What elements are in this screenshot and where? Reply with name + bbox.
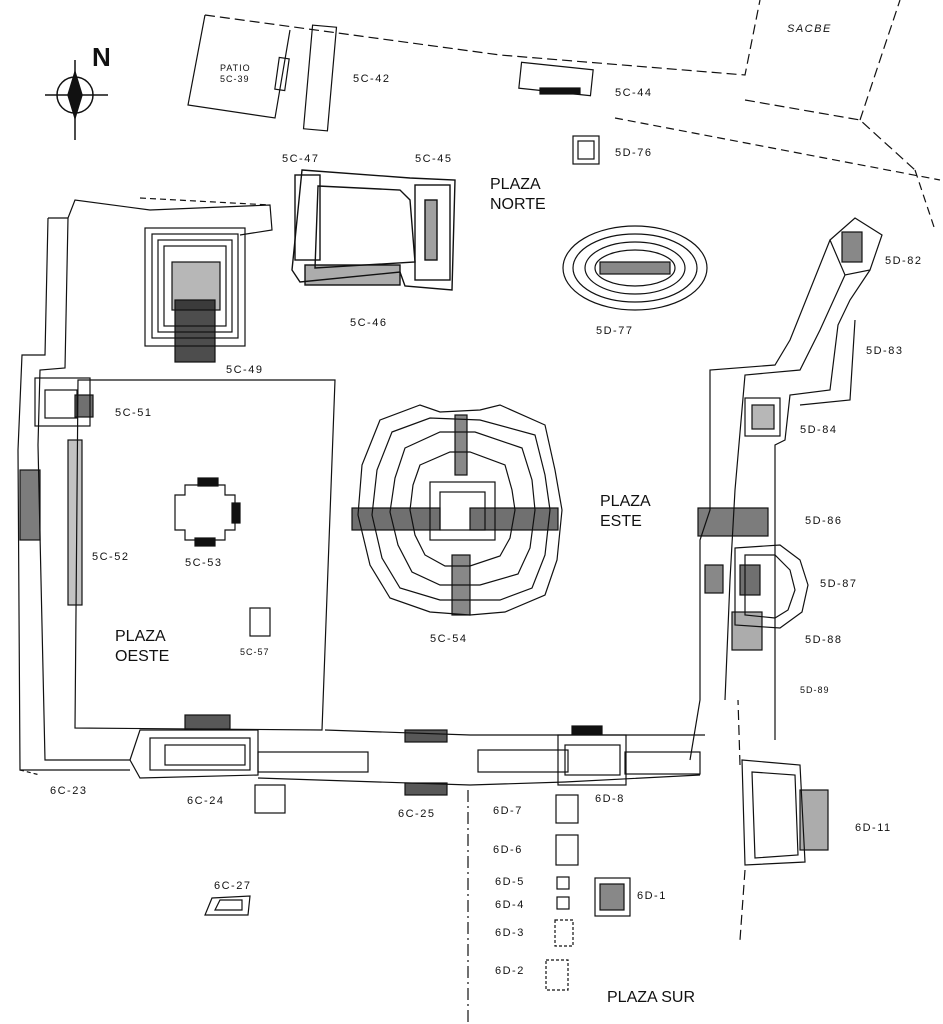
east-outer-line	[914, 169, 936, 231]
sacbe-road-line	[614, 117, 941, 181]
sacbe-edge-line	[744, 99, 916, 171]
label-5c46: 5C-46	[350, 317, 388, 329]
plaza-sur-label: PLAZA SUR	[607, 989, 696, 1006]
label-5c45: 5C-45	[415, 153, 453, 165]
south-plaza-wall	[129, 729, 259, 779]
structure-5c57	[249, 607, 271, 637]
patio-label: PATIO	[220, 63, 251, 73]
label-5c57: 5C-57	[240, 647, 270, 657]
structure-5c54-pyramid	[351, 404, 563, 616]
label-5d84: 5D-84	[800, 424, 838, 436]
structure-5d82	[829, 217, 883, 276]
structure-5c39-bar	[274, 56, 290, 92]
structure-6d8	[557, 734, 627, 786]
label-5c51: 5C-51	[115, 407, 153, 419]
structure-6d7	[555, 794, 579, 824]
sacbe-label: SACBE	[787, 23, 832, 35]
label-6d1: 6D-1	[637, 890, 667, 902]
structure-5c42	[302, 24, 338, 132]
structure-6d4	[556, 896, 570, 910]
structure-6d1	[594, 877, 631, 917]
west-boundary-wall	[17, 217, 130, 771]
east-ramp-wall	[689, 239, 831, 761]
label-5c52: 5C-52	[92, 551, 130, 563]
label-6d7: 6D-7	[493, 805, 523, 817]
north-terrace-wall	[48, 199, 273, 236]
structure-6d2	[545, 959, 569, 991]
label-6d11: 6D-11	[855, 822, 892, 834]
label-5c42: 5C-42	[353, 73, 391, 85]
label-6d3: 6D-3	[495, 927, 525, 939]
structure-5c52	[67, 439, 83, 606]
label-5d77: 5D-77	[596, 325, 634, 337]
label-5d76: 5D-76	[615, 147, 653, 159]
structure-5c49-pyramid	[144, 227, 246, 363]
label-5d88: 5D-88	[805, 634, 843, 646]
label-5c54: 5C-54	[430, 633, 468, 645]
label-6c27: 6C-27	[214, 880, 252, 892]
label-5c49: 5C-49	[226, 364, 264, 376]
label-5c39: 5C-39	[220, 74, 250, 84]
structure-5d86	[697, 507, 769, 537]
label-6c23: 6C-23	[50, 785, 88, 797]
label-6d6: 6D-6	[493, 844, 523, 856]
north-letter: N	[92, 42, 111, 72]
structure-6c27	[204, 895, 251, 916]
north-arrow-icon	[45, 60, 108, 140]
label-6d2: 6D-2	[495, 965, 525, 977]
label-6c25: 6C-25	[398, 808, 436, 820]
structure-5d84	[744, 397, 781, 437]
structure-6d6	[555, 834, 579, 866]
label-5d82: 5D-82	[885, 255, 923, 267]
structure-6c25	[404, 782, 448, 796]
label-6d5: 6D-5	[495, 876, 525, 888]
label-5c53: 5C-53	[185, 557, 223, 569]
structure-6c24	[149, 737, 251, 771]
label-5c44: 5C-44	[615, 87, 653, 99]
label-6c24: 6C-24	[187, 795, 225, 807]
structure-5d76	[572, 135, 600, 165]
structure-5c53	[174, 477, 241, 547]
structure-5d87	[704, 544, 809, 629]
label-5c47: 5C-47	[282, 153, 320, 165]
sacbe-east-line	[859, 0, 901, 121]
label-5d87: 5D-87	[820, 578, 858, 590]
north-boundary-line	[204, 0, 761, 76]
label-6d8: 6D-8	[595, 793, 625, 805]
structure-6d5	[556, 876, 570, 890]
label-6d4: 6D-4	[495, 899, 525, 911]
structure-6d11	[741, 759, 829, 866]
structure-5d88	[731, 611, 763, 651]
structure-5d77-mound	[562, 225, 708, 311]
structure-6d3	[554, 919, 574, 947]
patio-5c39-outline	[187, 14, 291, 119]
label-5d89: 5D-89	[800, 685, 830, 695]
label-5d86: 5D-86	[805, 515, 843, 527]
plaza-oeste-platform	[74, 379, 336, 731]
label-5d83: 5D-83	[866, 345, 904, 357]
structure-5c46-quadrangle	[291, 169, 456, 291]
